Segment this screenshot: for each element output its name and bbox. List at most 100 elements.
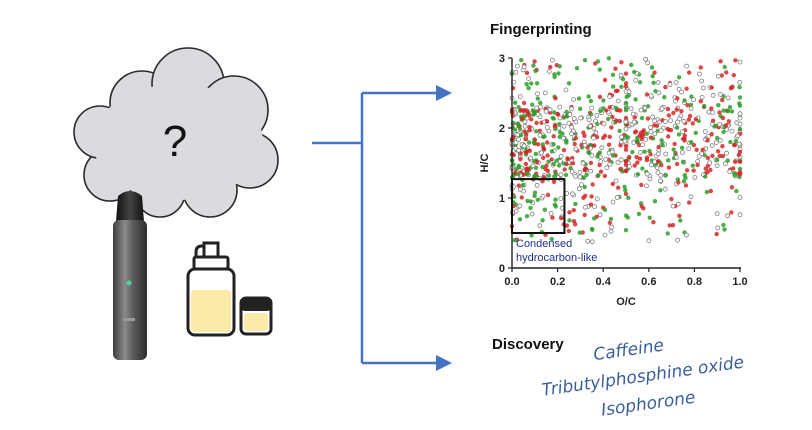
data-point-gray [522,123,528,129]
data-point-red [666,113,672,118]
data-point-red [520,116,525,121]
data-point-red [623,71,629,76]
data-point-red [541,145,546,150]
data-point-green [678,218,683,223]
data-point-gray [623,119,629,125]
data-point-gray [725,95,731,101]
data-point-gray [598,159,604,164]
data-point-green [639,115,645,121]
data-point-gray [614,195,620,200]
data-point-green [715,157,720,163]
data-point-red [545,168,550,174]
data-point-gray [610,199,616,205]
data-point-red [588,160,594,166]
data-point-red [571,208,576,213]
data-point-red [561,147,567,153]
data-point-red [639,136,644,142]
data-point-gray [557,104,563,110]
data-point-red [648,152,653,157]
data-point-green [551,142,556,147]
data-point-green [737,166,743,172]
data-point-gray [691,97,696,103]
data-point-green [590,227,595,232]
fingerprinting-title: Fingerprinting [490,21,592,38]
data-point-red [714,231,719,237]
data-point-green [582,58,588,63]
data-point-red [581,130,586,135]
data-point-red [623,162,629,167]
data-point-gray [717,122,722,127]
data-point-gray [528,155,534,161]
data-point-green [557,64,562,69]
data-point-gray [736,141,742,147]
data-point-gray [550,57,555,63]
data-point-green [619,84,624,90]
data-point-red [666,134,671,139]
data-point-red [726,119,731,124]
data-point-green [517,126,523,132]
y-tick-label: 2 [499,123,505,135]
x-axis-label: O/C [616,296,636,308]
data-point-green [598,108,603,114]
data-point-red [665,126,670,132]
data-point-red [516,183,521,188]
data-point-gray [588,168,594,174]
data-point-gray [539,150,544,156]
data-point-green [721,129,726,135]
data-point-red [524,70,530,76]
data-point-red [718,59,723,64]
compound-caffeine: Caffeine [592,336,665,366]
y-tick-label: 1 [499,193,505,205]
data-point-red [623,81,629,86]
data-point-green [663,173,668,178]
data-point-green [586,94,591,99]
data-point-red [623,144,629,149]
data-point-red [637,133,642,138]
data-point-red [602,173,607,179]
data-point-gray [709,143,715,149]
data-point-green [535,197,540,202]
data-point-red [652,70,657,75]
data-point-red [709,85,714,90]
data-point-red [597,162,602,168]
data-point-green [690,163,695,168]
data-point-gray [663,151,669,157]
data-point-gray [566,120,572,126]
data-point-green [721,94,726,99]
data-point-gray [561,123,567,129]
data-point-gray [646,238,652,244]
data-point-red [617,118,622,124]
data-point-green [715,135,720,141]
data-point-red [544,140,550,145]
data-point-red [685,103,690,108]
data-point-green [566,81,572,86]
data-point-gray [577,169,583,175]
data-point-green [602,207,608,212]
x-tick-label: 1.0 [732,276,747,288]
data-point-red [627,154,632,160]
data-point-green [606,56,612,61]
region-label-line-2: hydrocarbon-like [516,252,597,264]
data-point-green [650,74,655,79]
data-point-red [598,169,604,174]
data-point-gray [608,228,614,234]
data-point-red [731,73,736,78]
data-point-gray [640,142,645,148]
cloud-icon: ? [73,47,279,218]
data-point-red [613,88,619,94]
data-point-gray [522,119,528,125]
data-point-gray [516,147,521,153]
data-point-gray [697,71,702,77]
data-point-red [684,86,689,91]
data-point-red [529,117,534,122]
data-point-red [729,210,734,215]
data-point-gray [557,115,563,121]
data-point-gray [668,118,673,123]
data-point-gray [652,131,658,137]
data-point-gray [631,119,637,125]
data-point-green [606,116,611,122]
data-point-green [550,115,555,121]
data-point-green [666,158,671,163]
data-point-green [681,179,687,184]
data-point-red [536,142,541,147]
